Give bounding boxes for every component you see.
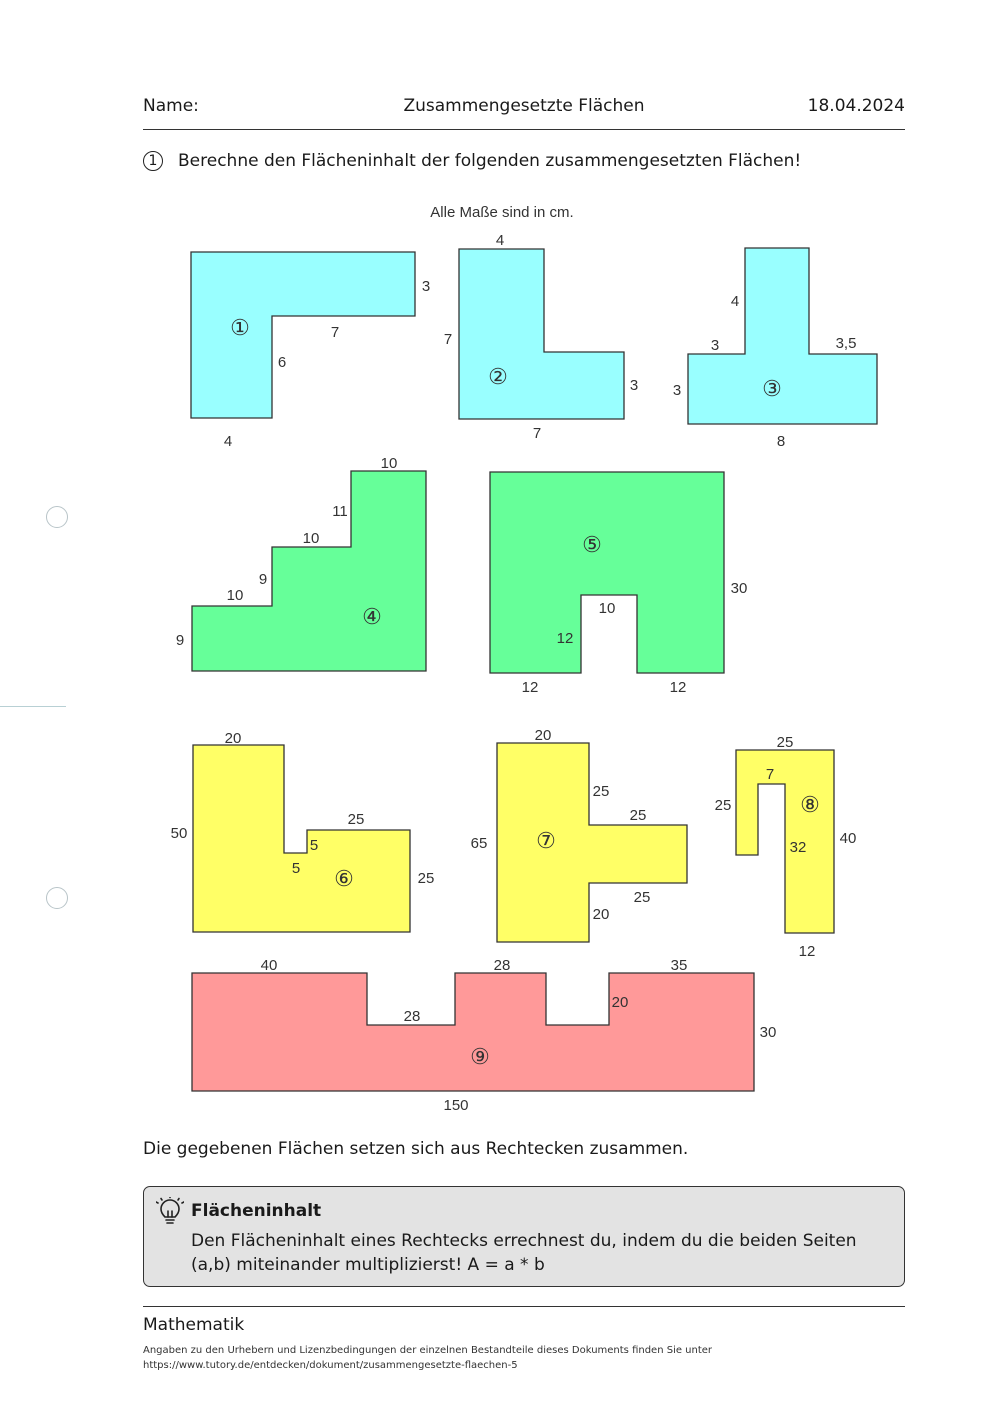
dimension-label: 20 (593, 906, 610, 923)
dimension-label: 25 (715, 797, 732, 814)
shape-6 (192, 744, 411, 933)
dimension-label: 40 (261, 957, 278, 974)
dimension-label: 9 (176, 632, 184, 649)
name-label: Name: (143, 96, 199, 116)
dimension-label: 20 (225, 730, 242, 747)
shape-9 (191, 972, 755, 1092)
shape-1 (190, 251, 416, 419)
dimension-label: 28 (404, 1008, 421, 1025)
info-box: Flächeninhalt Den Flächeninhalt eines Re… (143, 1186, 905, 1287)
dimension-label: 6 (278, 354, 286, 371)
dimension-label: 150 (443, 1097, 468, 1114)
subject-label: Mathematik (143, 1315, 245, 1335)
fold-mark (0, 706, 66, 707)
dimension-label: 9 (259, 571, 267, 588)
dimension-label: 50 (171, 825, 188, 842)
dimension-label: 10 (599, 600, 616, 617)
footer-attribution: Angaben zu den Urhebern und Lizenzbeding… (143, 1345, 713, 1356)
shape-7 (496, 742, 688, 943)
figure-number-2: ② (488, 364, 508, 389)
dimension-label: 30 (760, 1024, 777, 1041)
composition-note: Die gegebenen Flächen setzen sich aus Re… (143, 1139, 689, 1159)
task-instruction: Berechne den Flächeninhalt der folgenden… (178, 151, 802, 171)
dimension-label: 10 (381, 455, 398, 472)
dimension-label: 12 (670, 679, 687, 696)
figure-number-8: ⑧ (800, 792, 820, 817)
shape-5 (489, 471, 725, 674)
dimension-label: 28 (494, 957, 511, 974)
figure-number-9: ⑨ (470, 1044, 490, 1069)
dimension-label: 12 (557, 630, 574, 647)
shape-2 (458, 248, 625, 420)
dimension-label: 3 (673, 382, 681, 399)
dimension-label: 20 (535, 727, 552, 744)
dimension-label: 10 (227, 587, 244, 604)
figure-number-7: ⑦ (536, 828, 556, 853)
dimension-label: 25 (348, 811, 365, 828)
dimension-label: 7 (533, 425, 541, 442)
dimension-label: 4 (224, 433, 232, 450)
figure-number-5: ⑤ (582, 532, 602, 557)
dimension-label: 20 (612, 994, 629, 1011)
shape-4 (191, 470, 427, 672)
footer-rule (143, 1306, 905, 1307)
punch-hole-mark (46, 887, 68, 909)
dimension-label: 32 (790, 839, 807, 856)
dimension-label: 35 (671, 957, 688, 974)
dimension-label: 25 (593, 783, 610, 800)
shape-3 (687, 247, 878, 425)
figure-number-3: ③ (762, 376, 782, 401)
dimension-label: 30 (731, 580, 748, 597)
lightbulb-icon (156, 1197, 184, 1224)
dimension-label: 7 (444, 331, 452, 348)
dimension-label: 4 (731, 293, 739, 310)
dimension-label: 3 (630, 377, 638, 394)
dimension-label: 25 (418, 870, 435, 887)
date: 18.04.2024 (807, 96, 905, 116)
figure-number-6: ⑥ (334, 866, 354, 891)
shapes-figure: Alle Maße sind in cm. ① ② ③ ④ ⑤ ⑥ ⑦ ⑧ ⑨ … (171, 204, 878, 1114)
dimension-label: 25 (630, 807, 647, 824)
dimension-label: 3 (711, 337, 719, 354)
figure-number-1: ① (230, 315, 250, 340)
dimension-label: 25 (634, 889, 651, 906)
dimension-label: 7 (766, 766, 774, 783)
task-number: 1 (143, 151, 163, 171)
dimension-label: 7 (331, 324, 339, 341)
dimension-label: 4 (496, 232, 504, 249)
info-text: Den Flächeninhalt eines Rechtecks errech… (191, 1231, 857, 1275)
dimension-label: 40 (840, 830, 857, 847)
dimension-label: 3,5 (836, 335, 857, 352)
dimension-label: 25 (777, 734, 794, 751)
dimension-label: 5 (310, 837, 318, 854)
shape-8 (735, 749, 835, 934)
dimension-label: 11 (332, 503, 348, 520)
dimension-label: 5 (292, 860, 300, 877)
header-rule (143, 129, 905, 130)
info-title: Flächeninhalt (191, 1201, 322, 1221)
units-note: Alle Maße sind in cm. (430, 204, 573, 221)
page-title: Zusammengesetzte Flächen (403, 96, 645, 116)
dimension-label: 10 (303, 530, 320, 547)
punch-hole-mark (46, 506, 68, 528)
dimension-label: 12 (522, 679, 539, 696)
figure-number-4: ④ (362, 604, 382, 629)
dimension-label: 12 (799, 943, 816, 960)
footer-url: https://www.tutory.de/entdecken/dokument… (143, 1360, 518, 1371)
dimension-label: 3 (422, 278, 430, 295)
dimension-label: 65 (471, 835, 488, 852)
dimension-label: 8 (777, 433, 785, 450)
